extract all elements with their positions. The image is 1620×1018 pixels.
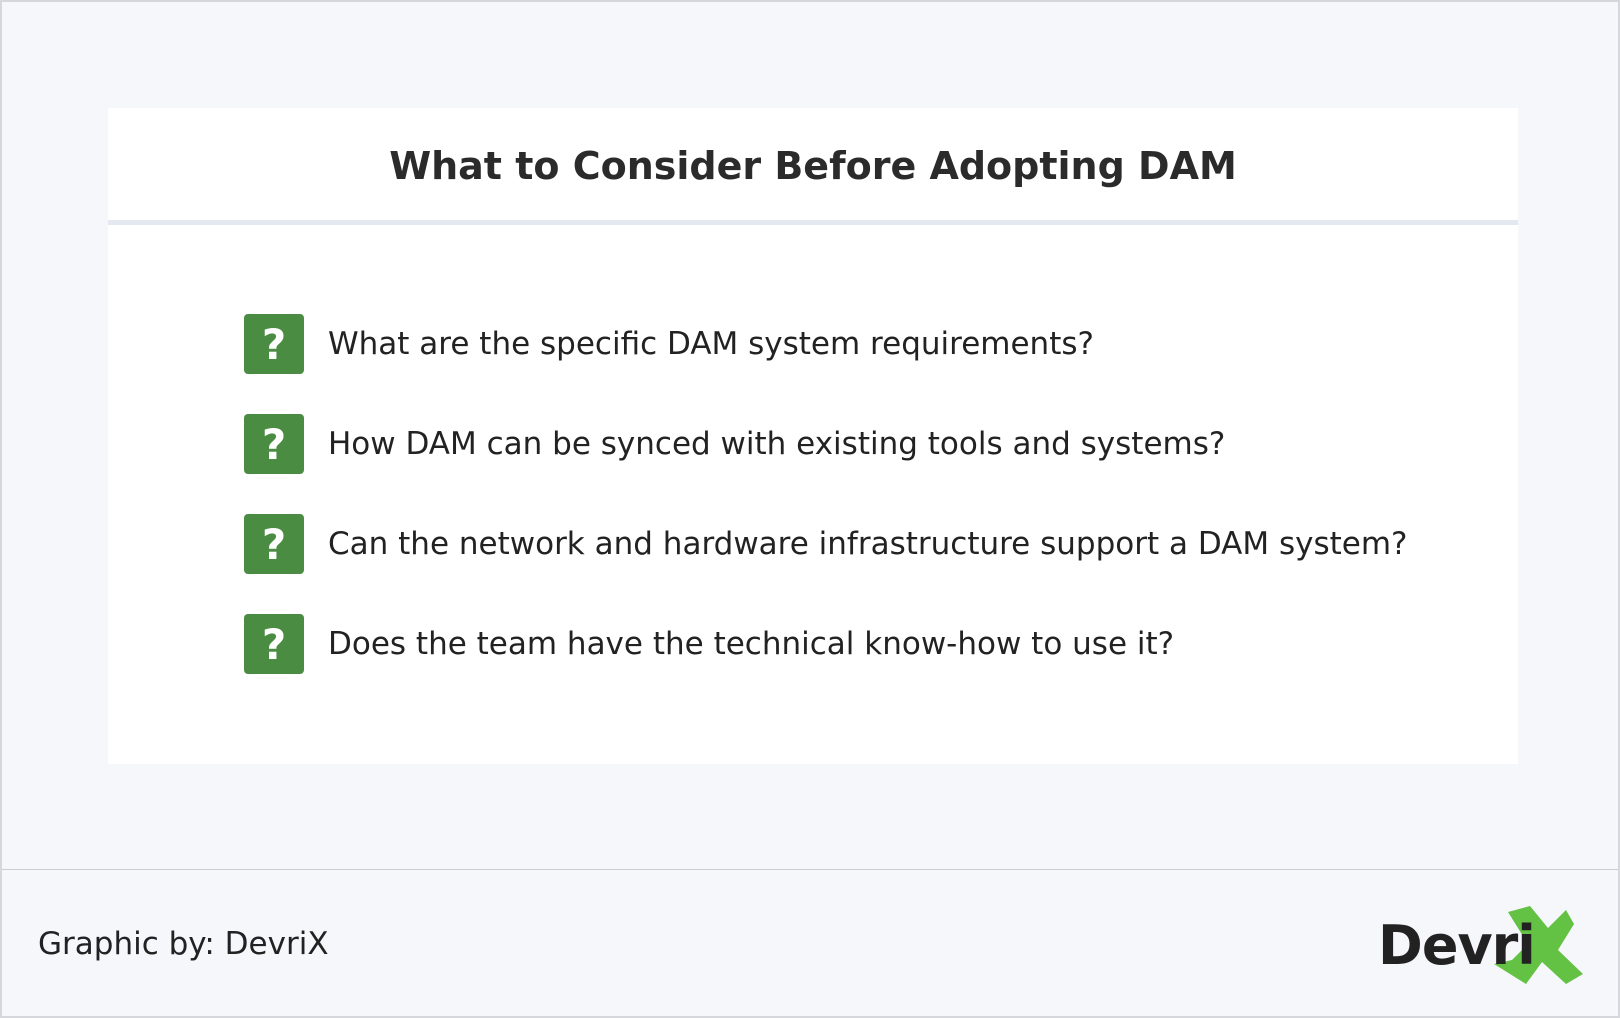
list-item-text: How DAM can be synced with existing tool… [328, 426, 1226, 462]
list-item: ? Does the team have the technical know-… [244, 614, 1174, 674]
title-divider [108, 220, 1518, 225]
question-icon: ? [244, 514, 304, 574]
footer-credit: Graphic by: DevriX [38, 926, 329, 962]
list-item-text: Can the network and hardware infrastruct… [328, 526, 1408, 562]
footer-divider [2, 869, 1618, 870]
question-icon: ? [244, 314, 304, 374]
question-icon: ? [244, 614, 304, 674]
logo-text: Devri [1378, 914, 1536, 977]
list-item: ? Can the network and hardware infrastru… [244, 514, 1408, 574]
card-title: What to Consider Before Adopting DAM [389, 143, 1237, 188]
list-item: ? What are the specific DAM system requi… [244, 314, 1094, 374]
list-item-text: Does the team have the technical know-ho… [328, 626, 1175, 662]
list-item: ? How DAM can be synced with existing to… [244, 414, 1225, 474]
logo-x-mark-icon [1494, 906, 1583, 984]
question-icon: ? [244, 414, 304, 474]
list-item-text: What are the specific DAM system require… [328, 326, 1094, 362]
infographic-card: What to Consider Before Adopting DAM ? W… [108, 108, 1518, 764]
devrix-logo: Devri [1378, 902, 1588, 992]
